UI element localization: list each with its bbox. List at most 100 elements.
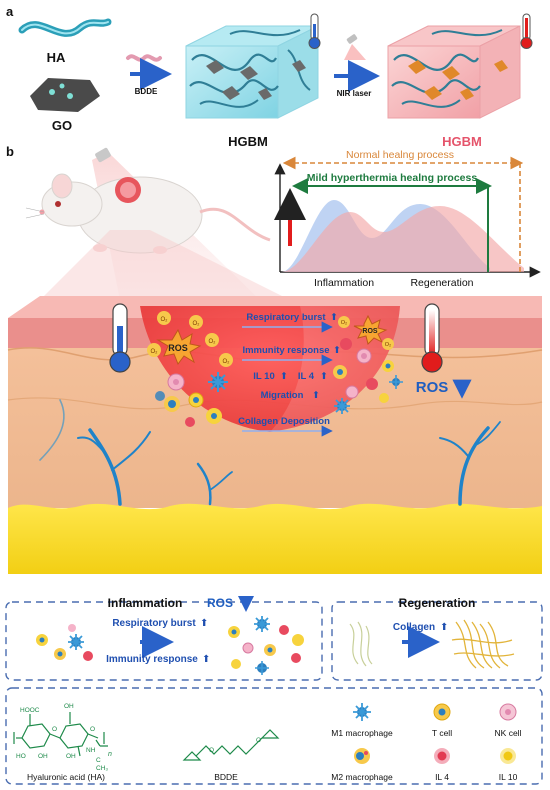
process-migration: Migration: [261, 390, 304, 401]
o2-bubble: O₂: [157, 311, 171, 325]
o2-bubble: O₂: [338, 316, 350, 328]
key-m2: M2 macrophage: [331, 772, 393, 782]
zoom-cone: [40, 230, 290, 300]
key-il4: IL 4: [435, 772, 449, 782]
dense-collagen-icon: [451, 619, 515, 669]
m1-macrophage-icon: [334, 398, 350, 414]
o2-bubble: O₂: [382, 338, 394, 350]
svg-text:O₂: O₂: [209, 339, 217, 345]
ros-burst-right-label: ROS: [362, 328, 378, 335]
chem-c: C: [96, 757, 101, 764]
process-il4: IL 4: [298, 371, 315, 382]
thermometer-cool-icon: [109, 303, 131, 373]
blood-vessels: [39, 399, 501, 506]
cell-cluster-left: [155, 372, 228, 427]
up-arrow-icon: ⬆: [330, 312, 338, 323]
key-il10: IL 10: [499, 772, 518, 782]
chem-o-4: O: [256, 737, 261, 744]
bdde-label: BDDE: [135, 87, 158, 96]
skin-block: ROS ROS O₂ O₂ O₂ O₂ O₂ O₂ O₂: [7, 296, 543, 574]
ha-label: HA: [47, 50, 66, 65]
o2-bubble: O₂: [205, 333, 219, 347]
nir-laser-label: NIR laser: [337, 89, 372, 98]
inflammation-ros-label: ROS: [207, 596, 233, 610]
chem-o-1: O: [52, 726, 57, 733]
chart-xlabel-regeneration: Regeneration: [410, 277, 473, 289]
svg-text:O₂: O₂: [161, 317, 169, 323]
m1-macrophage-icon: [254, 616, 270, 632]
m1-macrophage-icon: [255, 661, 269, 675]
mild-healing-label: Mild hyperthermia healng process: [307, 172, 478, 184]
key-bdde-name: BDDE: [214, 772, 238, 782]
panel-a-label: a: [6, 4, 14, 19]
go-sheet-icon: [30, 78, 100, 112]
regeneration-box: Regeneration Collagen ⬆: [331, 596, 543, 681]
sparse-collagen-icon: [349, 621, 373, 667]
o2-bubble: O₂: [219, 353, 233, 367]
il10-icon: [500, 748, 516, 764]
bdde-structure: [182, 729, 280, 761]
wound-area: [140, 306, 400, 432]
thermometer-cool-icon: [308, 13, 321, 49]
key-ha-name: Hyaluronic acid (HA): [27, 772, 105, 782]
svg-text:O₂: O₂: [151, 349, 159, 355]
panel-a: a HA GO BDDE: [6, 4, 533, 149]
chart-xlabel-inflammation: Inflammation: [314, 277, 374, 289]
box-immunity-response: Immunity response: [106, 654, 198, 665]
inflammation-box: Inflammation ROS Respiratory burst ⬆ Imm…: [5, 596, 323, 681]
up-arrow-icon: ⬆: [333, 345, 341, 356]
up-arrow-icon: ⬆: [320, 371, 328, 382]
t-cell-icon: [433, 703, 451, 721]
normal-healing-label: Normal healng process: [346, 149, 454, 161]
thermometer-hot-icon: [520, 13, 533, 49]
box-respiratory-burst: Respiratory burst: [112, 618, 196, 629]
process-il10: IL 10: [253, 371, 274, 382]
process-respiratory-burst: Respiratory burst: [246, 312, 326, 323]
box-collagen: Collagen: [393, 622, 435, 633]
cell-cluster-right: [333, 338, 403, 414]
chem-o-2: O: [90, 726, 95, 733]
o2-bubble: O₂: [147, 343, 161, 357]
process-immunity-response: Immunity response: [242, 345, 329, 356]
chem-oh-2: OH: [38, 753, 48, 760]
hgbm-label-cool: HGBM: [228, 134, 268, 149]
inflammation-title: Inflammation: [108, 596, 183, 610]
ros-burst-left-label: ROS: [168, 343, 188, 353]
svg-text:O₂: O₂: [341, 320, 347, 326]
up-arrow-icon: ⬆: [312, 390, 320, 401]
chart-red-curve: [282, 206, 524, 272]
key-m1: M1 macrophage: [331, 728, 393, 738]
process-list: Respiratory burst ⬆ Immunity response ⬆ …: [238, 312, 341, 437]
laser-icon: [344, 34, 366, 60]
up-arrow-icon: ⬆: [200, 618, 208, 629]
ros-level-label: ROS: [416, 379, 449, 396]
il4-icon: [434, 748, 450, 764]
up-arrow-icon: ⬆: [280, 371, 288, 382]
key-nkcell: NK cell: [495, 728, 522, 738]
ros-burst-right: ROS: [353, 314, 388, 345]
svg-text:O₂: O₂: [385, 342, 391, 348]
healing-chart: Mild hyperthermia healng process Normal …: [274, 149, 541, 289]
m1-macrophage-icon: [389, 375, 403, 389]
regeneration-title: Regeneration: [399, 596, 476, 610]
nk-cell-icon: [499, 703, 517, 721]
chem-oh-3: OH: [66, 753, 76, 760]
m1-macrophage-icon: [353, 703, 371, 721]
m2-macrophage-icon: [354, 748, 370, 764]
m1-macrophage-icon: [68, 634, 84, 650]
panel-b-label: b: [6, 144, 14, 159]
chem-nh: NH: [86, 747, 96, 754]
ha-structure: [13, 712, 108, 757]
hgbm-cube-cool: [185, 25, 319, 119]
o2-bubble: O₂: [189, 315, 203, 329]
chem-ho: HO: [16, 753, 26, 760]
chem-ch3: CH₃: [96, 765, 108, 772]
panel-b: b Mild: [6, 144, 543, 574]
hgbm-cube-hot: [387, 25, 521, 119]
hgbm-label-hot: HGBM: [442, 134, 482, 149]
chem-o-3: O: [209, 747, 214, 754]
ha-strand-icon: [18, 18, 112, 37]
fat-layer: [8, 503, 542, 574]
bdde-linker-icon: [126, 54, 162, 62]
